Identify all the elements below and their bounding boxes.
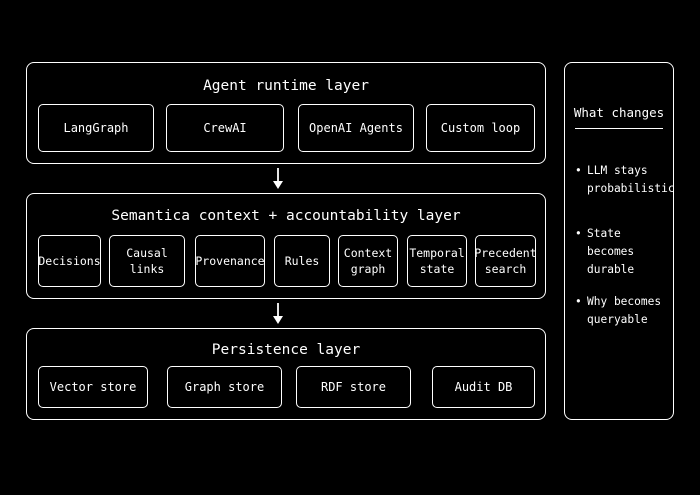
persistence-layer-title: Persistence layer bbox=[211, 342, 361, 358]
what-changes-divider bbox=[575, 128, 663, 129]
bullet-icon: • bbox=[575, 295, 582, 308]
semantica-context-layer-title: Semantica context + accountability layer bbox=[111, 208, 461, 224]
down-arrow-icon bbox=[272, 302, 284, 326]
what-changes-panel: What changes • LLM stays probabilistic •… bbox=[564, 62, 675, 420]
causal-links-box: Causal links bbox=[109, 235, 185, 287]
side-item-why-becomes-queryable: Why becomes queryable bbox=[587, 295, 662, 326]
rdf-store-box: RDF store bbox=[296, 366, 411, 408]
temporal-state-box: Temporal state bbox=[407, 235, 467, 287]
persistence-layer: Persistence layer Vector store Graph sto… bbox=[26, 328, 546, 420]
bullet-icon: • bbox=[575, 227, 582, 240]
bullet-icon: • bbox=[575, 164, 582, 177]
rules-box: Rules bbox=[274, 235, 330, 287]
side-list-item: • LLM stays probabilistic bbox=[575, 162, 675, 198]
agent-runtime-layer-title: Agent runtime layer bbox=[203, 78, 369, 94]
custom-loop-box: Custom loop bbox=[426, 104, 535, 152]
agent-runtime-layer: Agent runtime layer LangGraph CrewAI Ope… bbox=[26, 62, 546, 164]
provenance-box: Provenance bbox=[195, 235, 265, 287]
what-changes-title: What changes bbox=[573, 105, 665, 120]
langgraph-box: LangGraph bbox=[38, 104, 154, 152]
side-item-state-becomes-durable: State becomes durable bbox=[587, 227, 635, 276]
decisions-box: Decisions bbox=[38, 235, 101, 287]
down-arrow-icon bbox=[272, 167, 284, 191]
semantica-context-layer: Semantica context + accountability layer… bbox=[26, 193, 546, 299]
vector-store-box: Vector store bbox=[38, 366, 148, 408]
side-list-item: • State becomes durable bbox=[575, 225, 667, 279]
graph-store-box: Graph store bbox=[167, 366, 282, 408]
audit-db-box: Audit DB bbox=[432, 366, 535, 408]
side-list-item: • Why becomes queryable bbox=[575, 293, 667, 329]
precedent-search-box: Precedent search bbox=[474, 235, 537, 287]
side-item-llm-stays-probabilistic: LLM stays probabilistic bbox=[587, 164, 675, 195]
openai-agents-box: OpenAI Agents bbox=[298, 104, 414, 152]
context-graph-box: Context graph bbox=[338, 235, 398, 287]
crewai-box: CrewAI bbox=[166, 104, 284, 152]
